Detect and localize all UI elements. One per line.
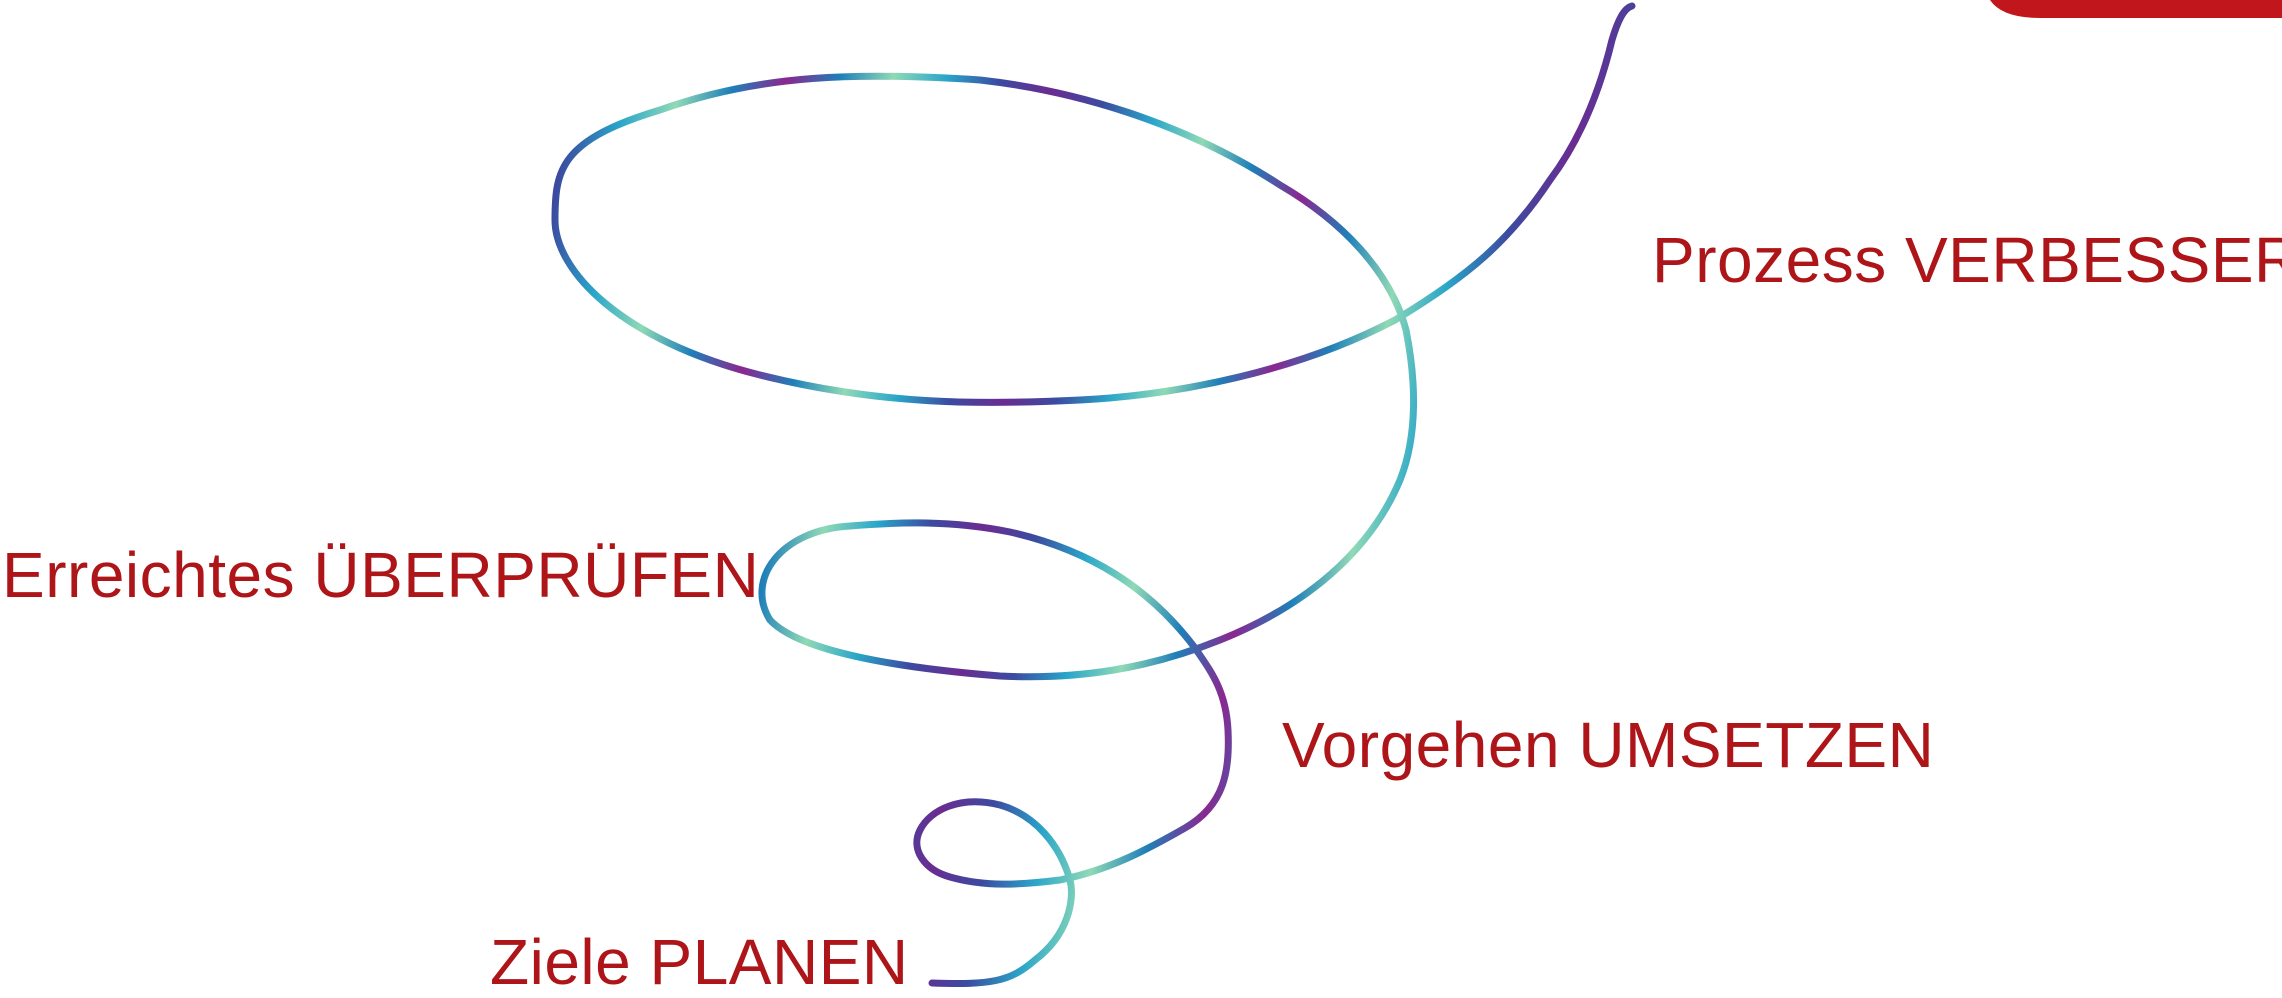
spiral-line [551,2,1636,988]
stage-label-umsetzen: Vorgehen UMSETZEN [1282,709,1935,781]
stage-label-verbessern: Prozess VERBESSERN [1652,224,2282,296]
stage-label-planen: Ziele PLANEN [490,926,909,998]
corner-badge [1990,0,2282,18]
stage-label-ueberpruefen: Erreichtes ÜBERPRÜFEN [2,539,760,611]
